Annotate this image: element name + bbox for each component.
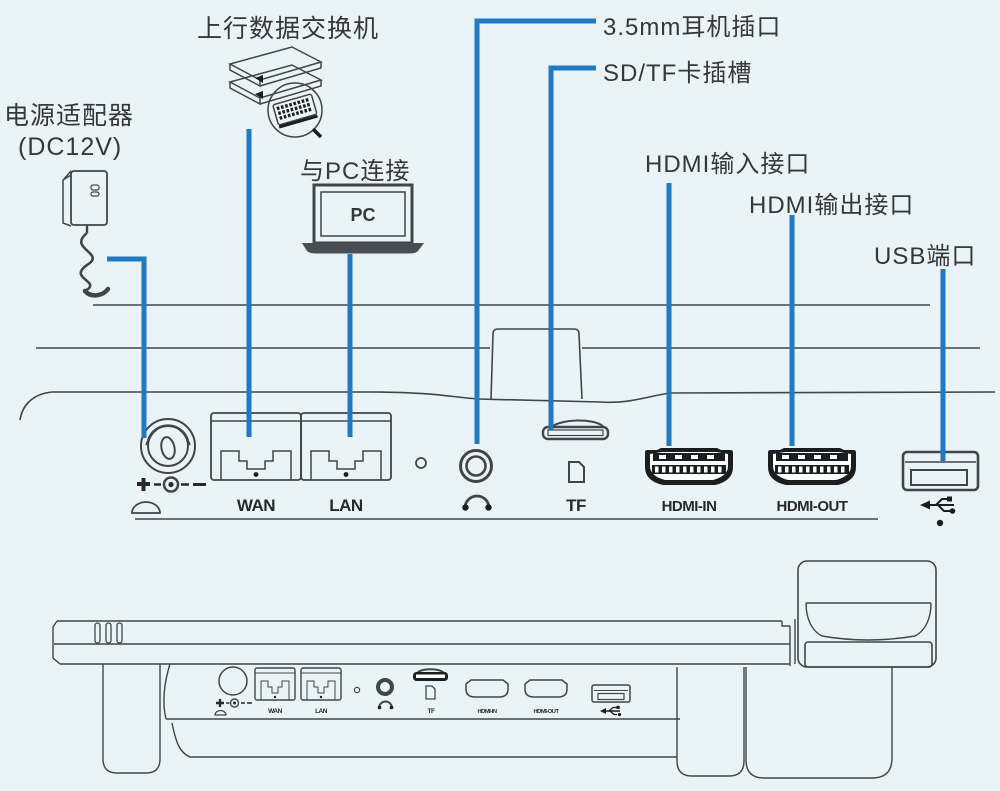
vent-ridge — [94, 622, 101, 644]
mini-hdmi-in-label: HDMI-IN — [477, 709, 496, 715]
device-foot — [676, 667, 745, 777]
power-adapter-sublabel: (DC12V) — [18, 133, 123, 161]
lan-port — [300, 412, 392, 481]
tf-port-label: TF — [566, 496, 586, 515]
wan-port — [210, 412, 302, 481]
reset-hole — [415, 457, 427, 469]
device-foot — [745, 667, 893, 779]
laptop-screen-inner — [320, 191, 406, 237]
mini-polarity-icon — [216, 698, 252, 708]
hdmi-in-label: HDMI输入接口 — [645, 151, 811, 178]
headphone-jack — [459, 449, 493, 483]
hdmi-in-port-label: HDMI-IN — [662, 498, 717, 515]
rj45-pins — [276, 97, 312, 120]
device-side-view: WAN LAN TF HDMI-IN HDMI-OUT — [52, 560, 937, 779]
adapter-body-icon — [62, 170, 108, 227]
mini-headphone-jack — [376, 678, 394, 710]
power-adapter-label: 电源适配器 — [4, 102, 135, 130]
hdmi-out-top-notches — [782, 455, 837, 459]
mini-wan-label: WAN — [268, 708, 282, 715]
pc-laptop-illustration: PC — [302, 183, 424, 254]
dc-polarity-icon — [137, 476, 206, 493]
usb-port — [901, 450, 980, 492]
dc-power-jack — [140, 418, 196, 474]
port-panel-closeup: WAN LAN TF — [19, 304, 996, 527]
power-adapter-illustration — [62, 170, 111, 298]
tf-card-slot — [541, 419, 610, 441]
mini-tf-label: TF — [428, 708, 435, 715]
power-dome-icon — [131, 501, 161, 514]
magnifier-port-icon — [267, 82, 323, 139]
mini-hdmi-out-port — [524, 679, 568, 698]
usb-port-label: USB端口 — [874, 243, 977, 270]
wan-port-label: WAN — [237, 496, 275, 515]
mini-usb-port — [591, 684, 631, 703]
lan-port-label: LAN — [329, 496, 363, 515]
adapter-cord-icon — [79, 225, 111, 298]
sd-tf-slot-label: SD/TF卡插槽 — [603, 60, 753, 87]
camera-head-folded — [797, 560, 937, 668]
pc-screen-text: PC — [350, 205, 375, 225]
headphone-jack-label: 3.5mm耳机插口 — [603, 14, 782, 41]
headphone-icon — [462, 494, 492, 511]
switch-slabs-icon — [227, 46, 324, 106]
mini-tf-card-icon — [425, 685, 436, 700]
device-body-outline — [102, 663, 893, 779]
panel-outline — [19, 304, 996, 520]
hdmi-in-top-notches — [659, 455, 714, 459]
mini-power-dome-icon — [214, 709, 227, 716]
laptop-base-icon — [302, 243, 424, 254]
device-foot — [102, 664, 161, 774]
hdmi-out-port-label: HDMI-OUT — [777, 498, 848, 515]
camera-arm-bump — [490, 328, 583, 400]
pc-connection-label: 与PC连接 — [300, 158, 411, 185]
hdmi-in-port — [645, 448, 733, 485]
mini-hdmi-out-label: HDMI-OUT — [534, 709, 560, 715]
tf-card-icon — [568, 461, 585, 483]
vent-ridge — [105, 622, 112, 644]
mini-reset-hole — [353, 686, 361, 694]
mini-dc-jack — [214, 666, 252, 716]
uplink-switch-label: 上行数据交换机 — [197, 15, 380, 43]
mini-tf-slot — [413, 668, 448, 700]
mini-usb-trident-icon — [600, 705, 622, 717]
hdmi-out-pins — [778, 466, 845, 473]
hdmi-in-pins — [655, 466, 722, 473]
vent-ridge — [116, 622, 123, 644]
mini-lan-port — [300, 667, 342, 701]
mini-hdmi-in-port — [465, 679, 509, 698]
hdmi-out-label: HDMI输出接口 — [749, 192, 915, 219]
hdmi-out-port — [768, 448, 856, 485]
device-arm-slab — [52, 619, 796, 666]
usb-trident-icon — [920, 496, 956, 527]
uplink-switch-illustration — [227, 46, 324, 139]
mini-wan-port — [254, 667, 296, 701]
mini-lan-label: LAN — [315, 708, 328, 715]
